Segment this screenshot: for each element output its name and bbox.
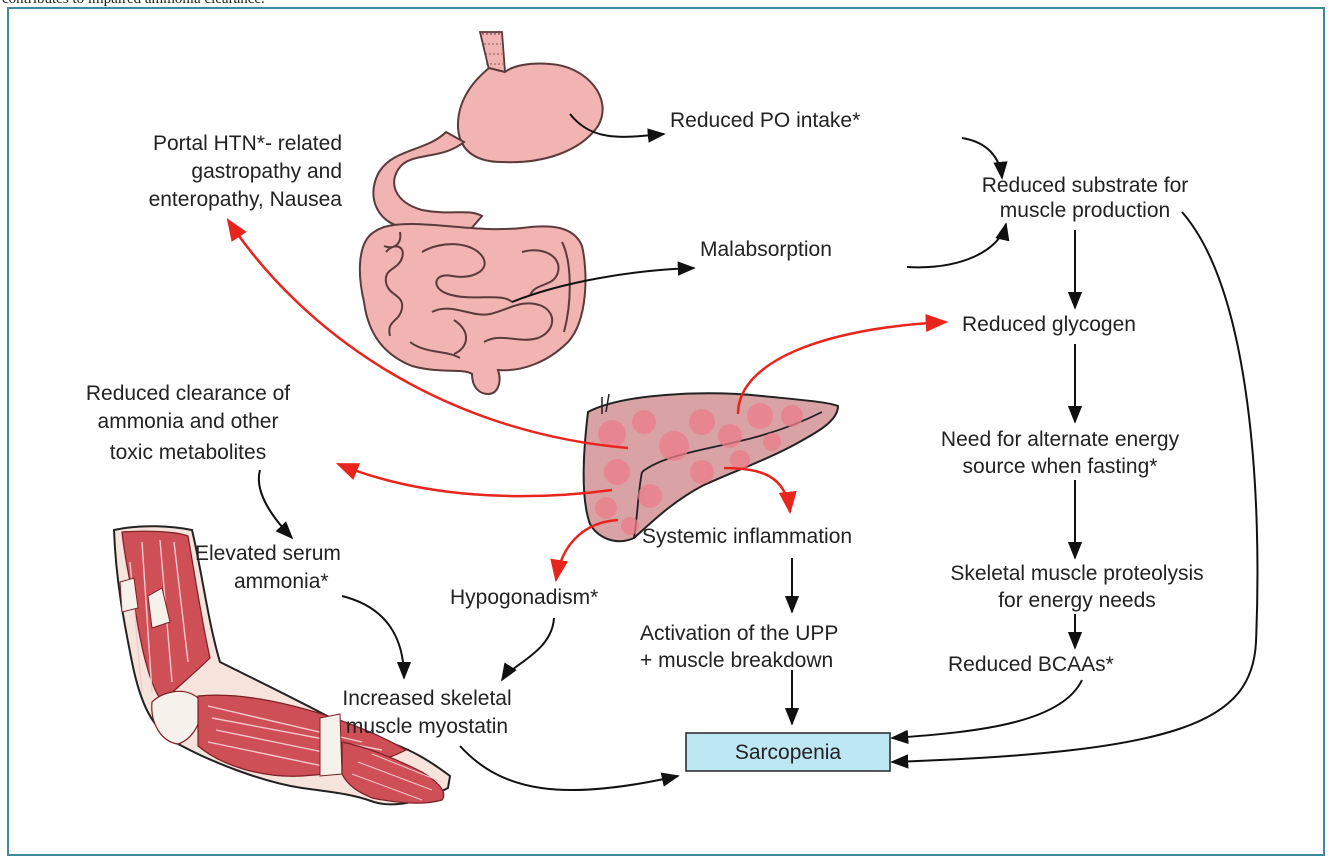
label-need-energy-line1: Need for alternate energy xyxy=(941,428,1180,451)
label-reduced-clearance-line1: Reduced clearance of xyxy=(86,382,290,405)
sarcopenia-node: Sarcopenia xyxy=(686,733,890,771)
label-proteolysis-line2: for energy needs xyxy=(998,589,1156,612)
label-portal-htn-line3: enteropathy, Nausea xyxy=(149,188,343,211)
label-portal-htn-line1: Portal HTN*- related xyxy=(153,132,342,155)
label-reduced-clearance-line2: ammonia and other xyxy=(98,410,279,433)
arrow-clearance-to-ammonia xyxy=(259,470,292,538)
arrow-malabsorption-to-substrate xyxy=(907,224,1006,267)
label-sarcopenia: Sarcopenia xyxy=(735,741,842,764)
label-upp-line2: + muscle breakdown xyxy=(640,649,833,672)
label-myostatin-line2: muscle myostatin xyxy=(346,715,508,738)
label-proteolysis-line1: Skeletal muscle proteolysis xyxy=(950,562,1203,585)
label-portal-htn-line2: gastropathy and xyxy=(191,160,342,183)
arrow-hypogonadism-to-myostatin xyxy=(502,618,554,680)
label-hypogonadism: Hypogonadism* xyxy=(450,586,598,609)
label-elevated-ammonia-line2: ammonia* xyxy=(234,570,329,593)
label-reduced-substrate-line1: Reduced substrate for xyxy=(982,174,1189,197)
arm-muscle-anatomy-illustration xyxy=(114,526,450,804)
arrow-bcaas-to-sarcopenia xyxy=(892,680,1082,738)
arrow-liver-to-clearance xyxy=(338,464,612,496)
cirrhotic-liver-illustration xyxy=(584,393,838,541)
label-reduced-clearance-line3: toxic metabolites xyxy=(110,441,266,464)
arrow-ammonia-to-myostatin xyxy=(342,596,404,678)
label-myostatin-line1: Increased skeletal xyxy=(342,687,511,710)
arrow-po-to-substrate xyxy=(962,138,1002,178)
label-need-energy-line2: source when fasting* xyxy=(963,455,1158,478)
label-upp-line1: Activation of the UPP xyxy=(640,622,838,645)
label-malabsorption: Malabsorption xyxy=(700,238,832,261)
label-elevated-ammonia-line1: Elevated serum xyxy=(195,542,341,565)
label-reduced-substrate-line2: muscle production xyxy=(1000,199,1170,222)
arrow-liver-to-inflammation xyxy=(724,468,790,512)
label-reduced-glycogen: Reduced glycogen xyxy=(962,313,1136,336)
label-reduced-po-intake: Reduced PO intake* xyxy=(670,109,860,132)
gastrointestinal-tract-illustration xyxy=(360,32,603,394)
figure-frame: Reduced PO intake* Portal HTN*- related … xyxy=(7,7,1325,856)
label-reduced-bcaas: Reduced BCAAs* xyxy=(948,653,1114,676)
sarcopenia-diagram: Reduced PO intake* Portal HTN*- related … xyxy=(9,9,1325,856)
arrow-myostatin-to-sarcopenia xyxy=(460,746,678,790)
label-systemic-inflammation: Systemic inflammation xyxy=(642,525,852,548)
